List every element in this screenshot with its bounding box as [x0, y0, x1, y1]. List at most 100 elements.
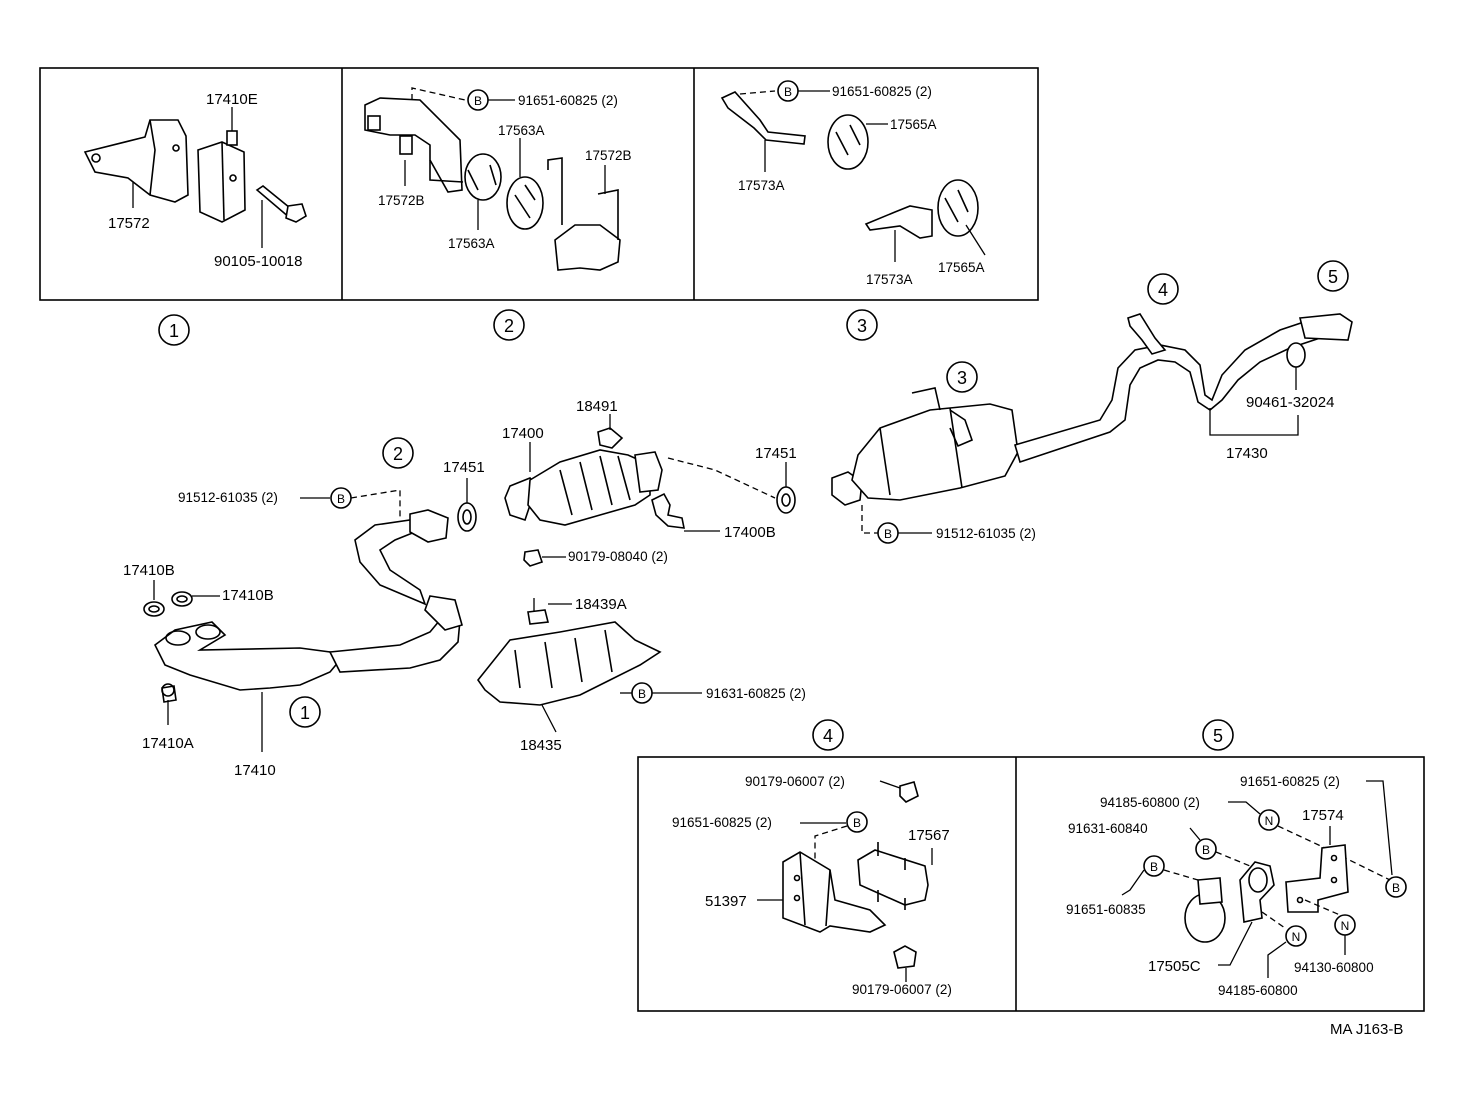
pipe-mid	[328, 613, 461, 673]
label-17505C: 17505C	[1148, 958, 1201, 975]
insulator-ribs	[514, 629, 613, 689]
circle-1-main	[289, 696, 321, 728]
label-17410B-a: 17410B	[123, 562, 175, 579]
circled-numbers-top: 1 2 3	[158, 309, 878, 346]
hanger-tab	[226, 130, 238, 146]
dash-leader	[1304, 899, 1341, 916]
clamp-tab	[1197, 877, 1223, 905]
hole	[1330, 876, 1338, 884]
circle-5-main-text: 5	[1328, 267, 1338, 287]
insulator-detail	[514, 184, 536, 219]
front-pipe-17410	[153, 509, 463, 703]
label-17410: 17410	[234, 762, 276, 779]
label-17567: 17567	[908, 827, 950, 844]
label-18439A: 18439A	[575, 596, 627, 613]
hole	[91, 153, 101, 163]
label-18435: 18435	[520, 737, 562, 754]
leader	[1366, 780, 1393, 876]
pipe-end-flange	[409, 509, 449, 543]
label-91512-left: 91512-61035 (2)	[178, 490, 278, 505]
dash-leader	[739, 90, 776, 95]
circle-1-main-text: 1	[300, 703, 310, 723]
leader	[1121, 869, 1145, 896]
bracket-17572B-right	[554, 224, 621, 271]
bracket-17573A-lower	[864, 205, 933, 239]
insulator-17563A-lower	[506, 176, 544, 230]
leader	[1267, 941, 1287, 978]
insulator-17563A-upper	[464, 153, 502, 201]
muffler-hanger	[911, 387, 974, 448]
hole	[1296, 896, 1304, 904]
top-detail-frame	[39, 67, 1039, 301]
leader	[1218, 921, 1253, 966]
label-17565A-lower: 17565A	[938, 260, 985, 275]
mount-studs	[877, 842, 906, 910]
converter-body	[527, 449, 651, 526]
dash-leader	[814, 825, 848, 860]
circle-2-main-text: 2	[393, 444, 403, 464]
label-91512-right: 91512-61035 (2)	[936, 526, 1036, 541]
bracket-edge	[149, 119, 156, 196]
bracket-tab	[367, 115, 381, 131]
label-90179-06007-top: 90179-06007 (2)	[745, 774, 845, 789]
label-17572B-left: 17572B	[378, 193, 425, 208]
label-17410B-b: 17410B	[222, 587, 274, 604]
bracket-17572B-left	[364, 97, 463, 193]
detail-box-4: 90179-06007 (2) 91651-60825 (2) B 51397 …	[672, 774, 952, 997]
hanger-bracket	[1127, 313, 1167, 355]
badge-b-text: B	[1392, 881, 1400, 895]
label-17451-right: 17451	[755, 445, 797, 462]
label-17572: 17572	[108, 215, 150, 232]
label-17410A: 17410A	[142, 735, 194, 752]
label-51397: 51397	[705, 893, 747, 910]
badge-b-text: B	[1150, 860, 1158, 874]
badge-b	[846, 811, 868, 833]
label-91631-60825: 91631-60825 (2)	[706, 686, 806, 701]
label-90179-08040: 90179-08040 (2)	[568, 549, 668, 564]
badge-n-text: N	[1265, 814, 1274, 828]
clip-90461-32024	[1286, 342, 1306, 368]
label-17400B: 17400B	[724, 524, 776, 541]
port	[195, 624, 221, 640]
leader	[1228, 801, 1261, 815]
bracket-tab	[399, 135, 413, 155]
nut-90179-06007-bottom	[893, 945, 917, 969]
label-91651-60835: 91651-60835	[1066, 902, 1146, 917]
leader	[879, 780, 901, 789]
label-17565A-upper: 17565A	[890, 117, 937, 132]
heat-insulator-18435	[477, 621, 662, 706]
insulator-detail	[944, 189, 969, 223]
insulator-17565A-lower	[937, 179, 979, 237]
muffler-body	[851, 403, 1019, 501]
leader	[541, 704, 557, 733]
hanger-ring	[1248, 867, 1268, 893]
port	[165, 630, 191, 646]
pipe-flange	[424, 595, 463, 631]
circle-3	[846, 309, 878, 341]
nut-90179-06007-top	[899, 781, 919, 803]
mount-17567	[857, 849, 929, 906]
bracket-rod	[429, 160, 464, 183]
detail-box-3: B 91651-60825 (2) 17565A 17573A 17573A 1…	[720, 80, 986, 287]
label-18491: 18491	[576, 398, 618, 415]
badge-b	[1143, 855, 1165, 877]
tail-pipe-tip	[1298, 313, 1353, 341]
label-94185-60800-bottom: 94185-60800	[1218, 983, 1298, 998]
badge-b	[1195, 838, 1217, 860]
circle-3-main	[946, 361, 978, 393]
circle-2-main	[382, 437, 414, 469]
bottom-detail-frame	[637, 756, 1425, 1012]
converter-outlet-flange	[634, 451, 663, 493]
nut-90179-08040	[523, 549, 544, 567]
badge-b-text: B	[638, 687, 646, 701]
detail-box-1: 17410E 17572 90105-10018	[83, 91, 307, 270]
gasket-hole	[148, 605, 160, 613]
muffler-seams	[879, 407, 963, 496]
diagram-code: MA J163-B	[1330, 1021, 1403, 1038]
label-17572B-right: 17572B	[585, 148, 632, 163]
bracket-leader	[1209, 408, 1299, 436]
hanger-17410E	[197, 141, 246, 223]
bracket-51397	[782, 851, 887, 933]
detail-box-5: 91651-60825 (2) 94185-60800 (2) N 17574 …	[1066, 774, 1407, 998]
badge-n-text: N	[1341, 919, 1350, 933]
